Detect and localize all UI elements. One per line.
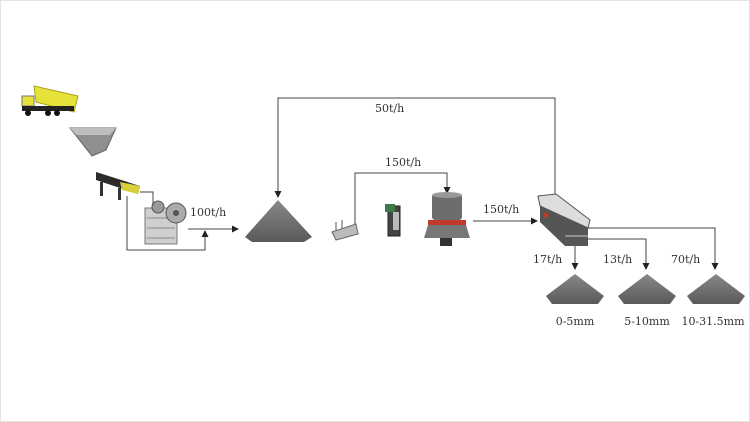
flow-label-return: 50t/h bbox=[375, 102, 404, 115]
feeder-to-jaw-line bbox=[140, 191, 154, 205]
flow-label-coarse: 70t/h bbox=[671, 253, 700, 266]
flow-label-fine: 17t/h bbox=[533, 253, 562, 266]
bypass-line bbox=[126, 196, 209, 251]
belt-feeder-icon bbox=[331, 220, 359, 241]
stockpile-icon bbox=[245, 200, 312, 242]
vibrating-screen-icon bbox=[537, 193, 591, 246]
cone-feed-line bbox=[354, 172, 451, 224]
product-pile-coarse-icon bbox=[687, 274, 745, 304]
cone-crusher-icon bbox=[424, 192, 470, 246]
output-line-coarse bbox=[588, 227, 719, 270]
vibrating-feeder-icon bbox=[96, 172, 140, 200]
flow-label-cone-feed: 150t/h bbox=[385, 156, 421, 169]
hopper-icon bbox=[68, 127, 117, 157]
dump-truck-icon bbox=[21, 85, 79, 116]
jaw-crusher-icon bbox=[144, 200, 187, 245]
product-label-fine: 0-5mm bbox=[556, 315, 595, 328]
impact-crusher-icon bbox=[385, 204, 401, 237]
output-line-mid bbox=[588, 238, 650, 270]
flow-label-screen-feed: 150t/h bbox=[483, 203, 519, 216]
product-label-coarse: 10-31.5mm bbox=[681, 315, 745, 328]
return-line bbox=[274, 97, 556, 198]
product-label-mid: 5-10mm bbox=[624, 315, 670, 328]
flow-label-mid: 13t/h bbox=[603, 253, 632, 266]
product-pile-mid-icon bbox=[618, 274, 676, 304]
flow-label-jaw: 100t/h bbox=[190, 206, 226, 219]
product-pile-fine-icon bbox=[546, 274, 604, 304]
